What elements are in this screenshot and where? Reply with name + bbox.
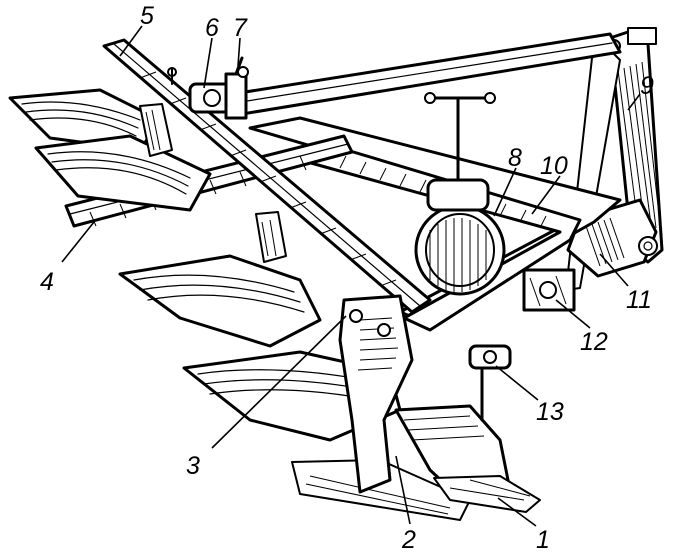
callout-3: 3 [186, 452, 200, 480]
plough-body-rear-1 [8, 88, 162, 152]
coulter-clamp [468, 344, 512, 422]
callout-10: 10 [540, 152, 568, 180]
callout-5: 5 [140, 2, 154, 30]
plough-body-middle [118, 211, 322, 348]
callout-8: 8 [508, 144, 522, 172]
callout-12: 12 [580, 328, 608, 356]
upper-strut [218, 32, 622, 118]
callout-labels: 5 6 7 9 8 10 11 12 13 4 3 2 1 [40, 2, 654, 554]
plough-body-rear-2 [34, 103, 212, 212]
leader-lines [61, 25, 641, 527]
depth-adjuster [167, 56, 249, 120]
callout-11: 11 [626, 286, 652, 314]
callout-2: 2 [401, 526, 416, 554]
diagonal-frame-brace [102, 38, 432, 314]
callout-4: 4 [40, 268, 54, 296]
callout-1: 1 [536, 526, 550, 554]
plough-standard [338, 294, 414, 494]
callout-9: 9 [640, 72, 654, 100]
plough-body-lower-rear [394, 404, 541, 513]
callout-6: 6 [205, 14, 219, 42]
callout-7: 7 [233, 14, 248, 42]
callout-13: 13 [536, 398, 564, 426]
support-wheel [414, 92, 506, 296]
